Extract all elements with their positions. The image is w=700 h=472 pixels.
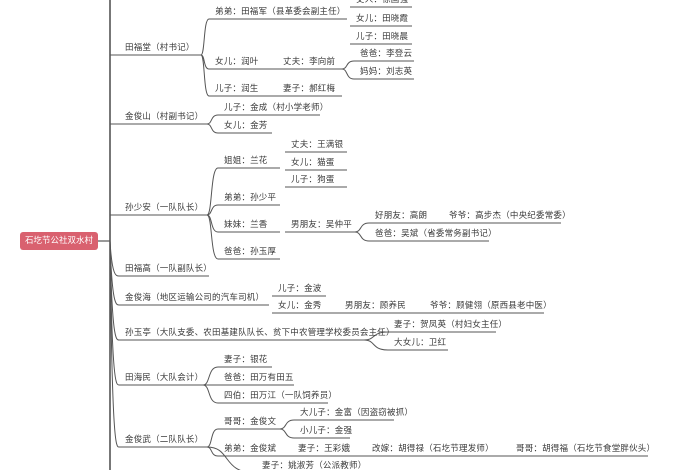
root-node-village[interactable]: 石圪节公社双水村 [20,232,98,250]
mind-map-node-jb[interactable]: 儿子：金波 [278,284,322,294]
mind-map-node-tfj_d[interactable]: 女儿：田晓霞 [356,14,409,24]
mind-map-node-md[interactable]: 女儿：猫蛋 [291,158,335,168]
mind-map-node-tfj_w[interactable]: 丈人：徐国强 [356,0,409,5]
mind-map-node-gl[interactable]: 好朋友：高朗 [375,211,428,221]
mind-map-node-jjw[interactable]: 金俊武（二队队长） [125,435,204,445]
mind-map-node-rs[interactable]: 儿子：润生 [215,84,259,94]
mind-map-node-syh[interactable]: 爸爸：孙玉厚 [224,247,277,257]
mind-map-node-gbj[interactable]: 爷爷：高步杰（中央纪委常委） [449,211,571,221]
mind-map-node-ry[interactable]: 女儿：润叶 [215,57,259,67]
mind-map-node-wcj[interactable]: 妻子：王彩娥 [298,444,351,454]
mind-map-node-wh[interactable]: 大女儿：卫红 [394,338,447,348]
mind-map-node-tfj_s[interactable]: 儿子：田晓晨 [356,32,409,42]
mind-map-node-jjs[interactable]: 金俊山（村副书记） [125,112,204,122]
mind-map-node-twj[interactable]: 四伯：田万江（一队饲养员） [224,391,338,401]
mind-map-node-hhm[interactable]: 妻子：郝红梅 [283,84,336,94]
mind-map-node-gd[interactable]: 儿子：狗蛋 [291,175,335,185]
mind-map-node-wb[interactable]: 爸爸：吴斌（省委常务副书记） [375,229,497,239]
mind-map-node-lxq[interactable]: 丈夫：李向前 [283,57,336,67]
mind-map-node-yh[interactable]: 妻子：银花 [224,355,268,365]
mind-map-node-jc[interactable]: 儿子：金成（村小学老师） [224,103,329,113]
mind-map-node-jq[interactable]: 小儿子：金强 [300,426,353,436]
mind-map-node-ldy[interactable]: 爸爸：李登云 [360,49,413,59]
mind-map-node-syt[interactable]: 孙玉亭（大队支委、农田基建队队长、贫下中农管理学校委员会主任） [125,328,395,338]
mind-map-node-lh[interactable]: 姐姐：兰花 [224,156,268,166]
mind-map-node-ssa[interactable]: 孙少安（一队队长） [125,203,204,213]
mind-map-node-wzp[interactable]: 男朋友：吴仲平 [291,220,352,230]
mind-map-node-jjwen[interactable]: 哥哥：金俊文 [224,417,277,427]
mind-map-node-lzy[interactable]: 妈妈：刘志英 [360,67,413,77]
mind-map-node-ssp[interactable]: 弟弟：孙少平 [224,193,277,203]
mind-map-node-gym[interactable]: 男朋友：顾养民 [345,301,406,311]
mind-map-node-jfu[interactable]: 大儿子：金富（因盗窃被抓） [300,408,414,418]
mind-map-node-tfj[interactable]: 弟弟：田福军（县革委会副主任） [215,7,346,17]
mind-map-node-jx[interactable]: 女儿：金秀 [278,301,322,311]
mind-map-node-jf[interactable]: 女儿：金芳 [224,121,268,131]
mind-map-node-jjb[interactable]: 弟弟：金俊斌 [224,444,277,454]
mind-map-node-hdl[interactable]: 改嫁：胡得禄（石圪节理发师） [372,444,494,454]
mind-map-node-gjx[interactable]: 爷爷：顾健翎（原西县老中医） [430,301,552,311]
mind-map-node-xsy[interactable]: 妻子：姚淑芳（公派教师） [262,461,367,471]
mind-map-node-tfg[interactable]: 田福高（一队副队长） [125,264,213,274]
mind-map-node-lx[interactable]: 妹妹：兰香 [224,220,268,230]
mind-map-node-hdf[interactable]: 哥哥：胡得福（石圪节食堂胖伙头） [516,444,656,454]
mind-map-node-wmy[interactable]: 丈夫：王满银 [291,140,344,150]
mind-map-node-jjh[interactable]: 金俊海（地区运输公司的汽车司机） [125,293,265,303]
mind-map-node-hfy[interactable]: 妻子：贺凤英（村妇女主任） [394,320,508,330]
mind-map-node-thm[interactable]: 田海民（大队会计） [125,373,204,383]
mind-map-node-twy[interactable]: 爸爸：田万有田五 [224,373,294,383]
mind-map-node-tfl[interactable]: 田福堂（村书记） [125,43,195,53]
